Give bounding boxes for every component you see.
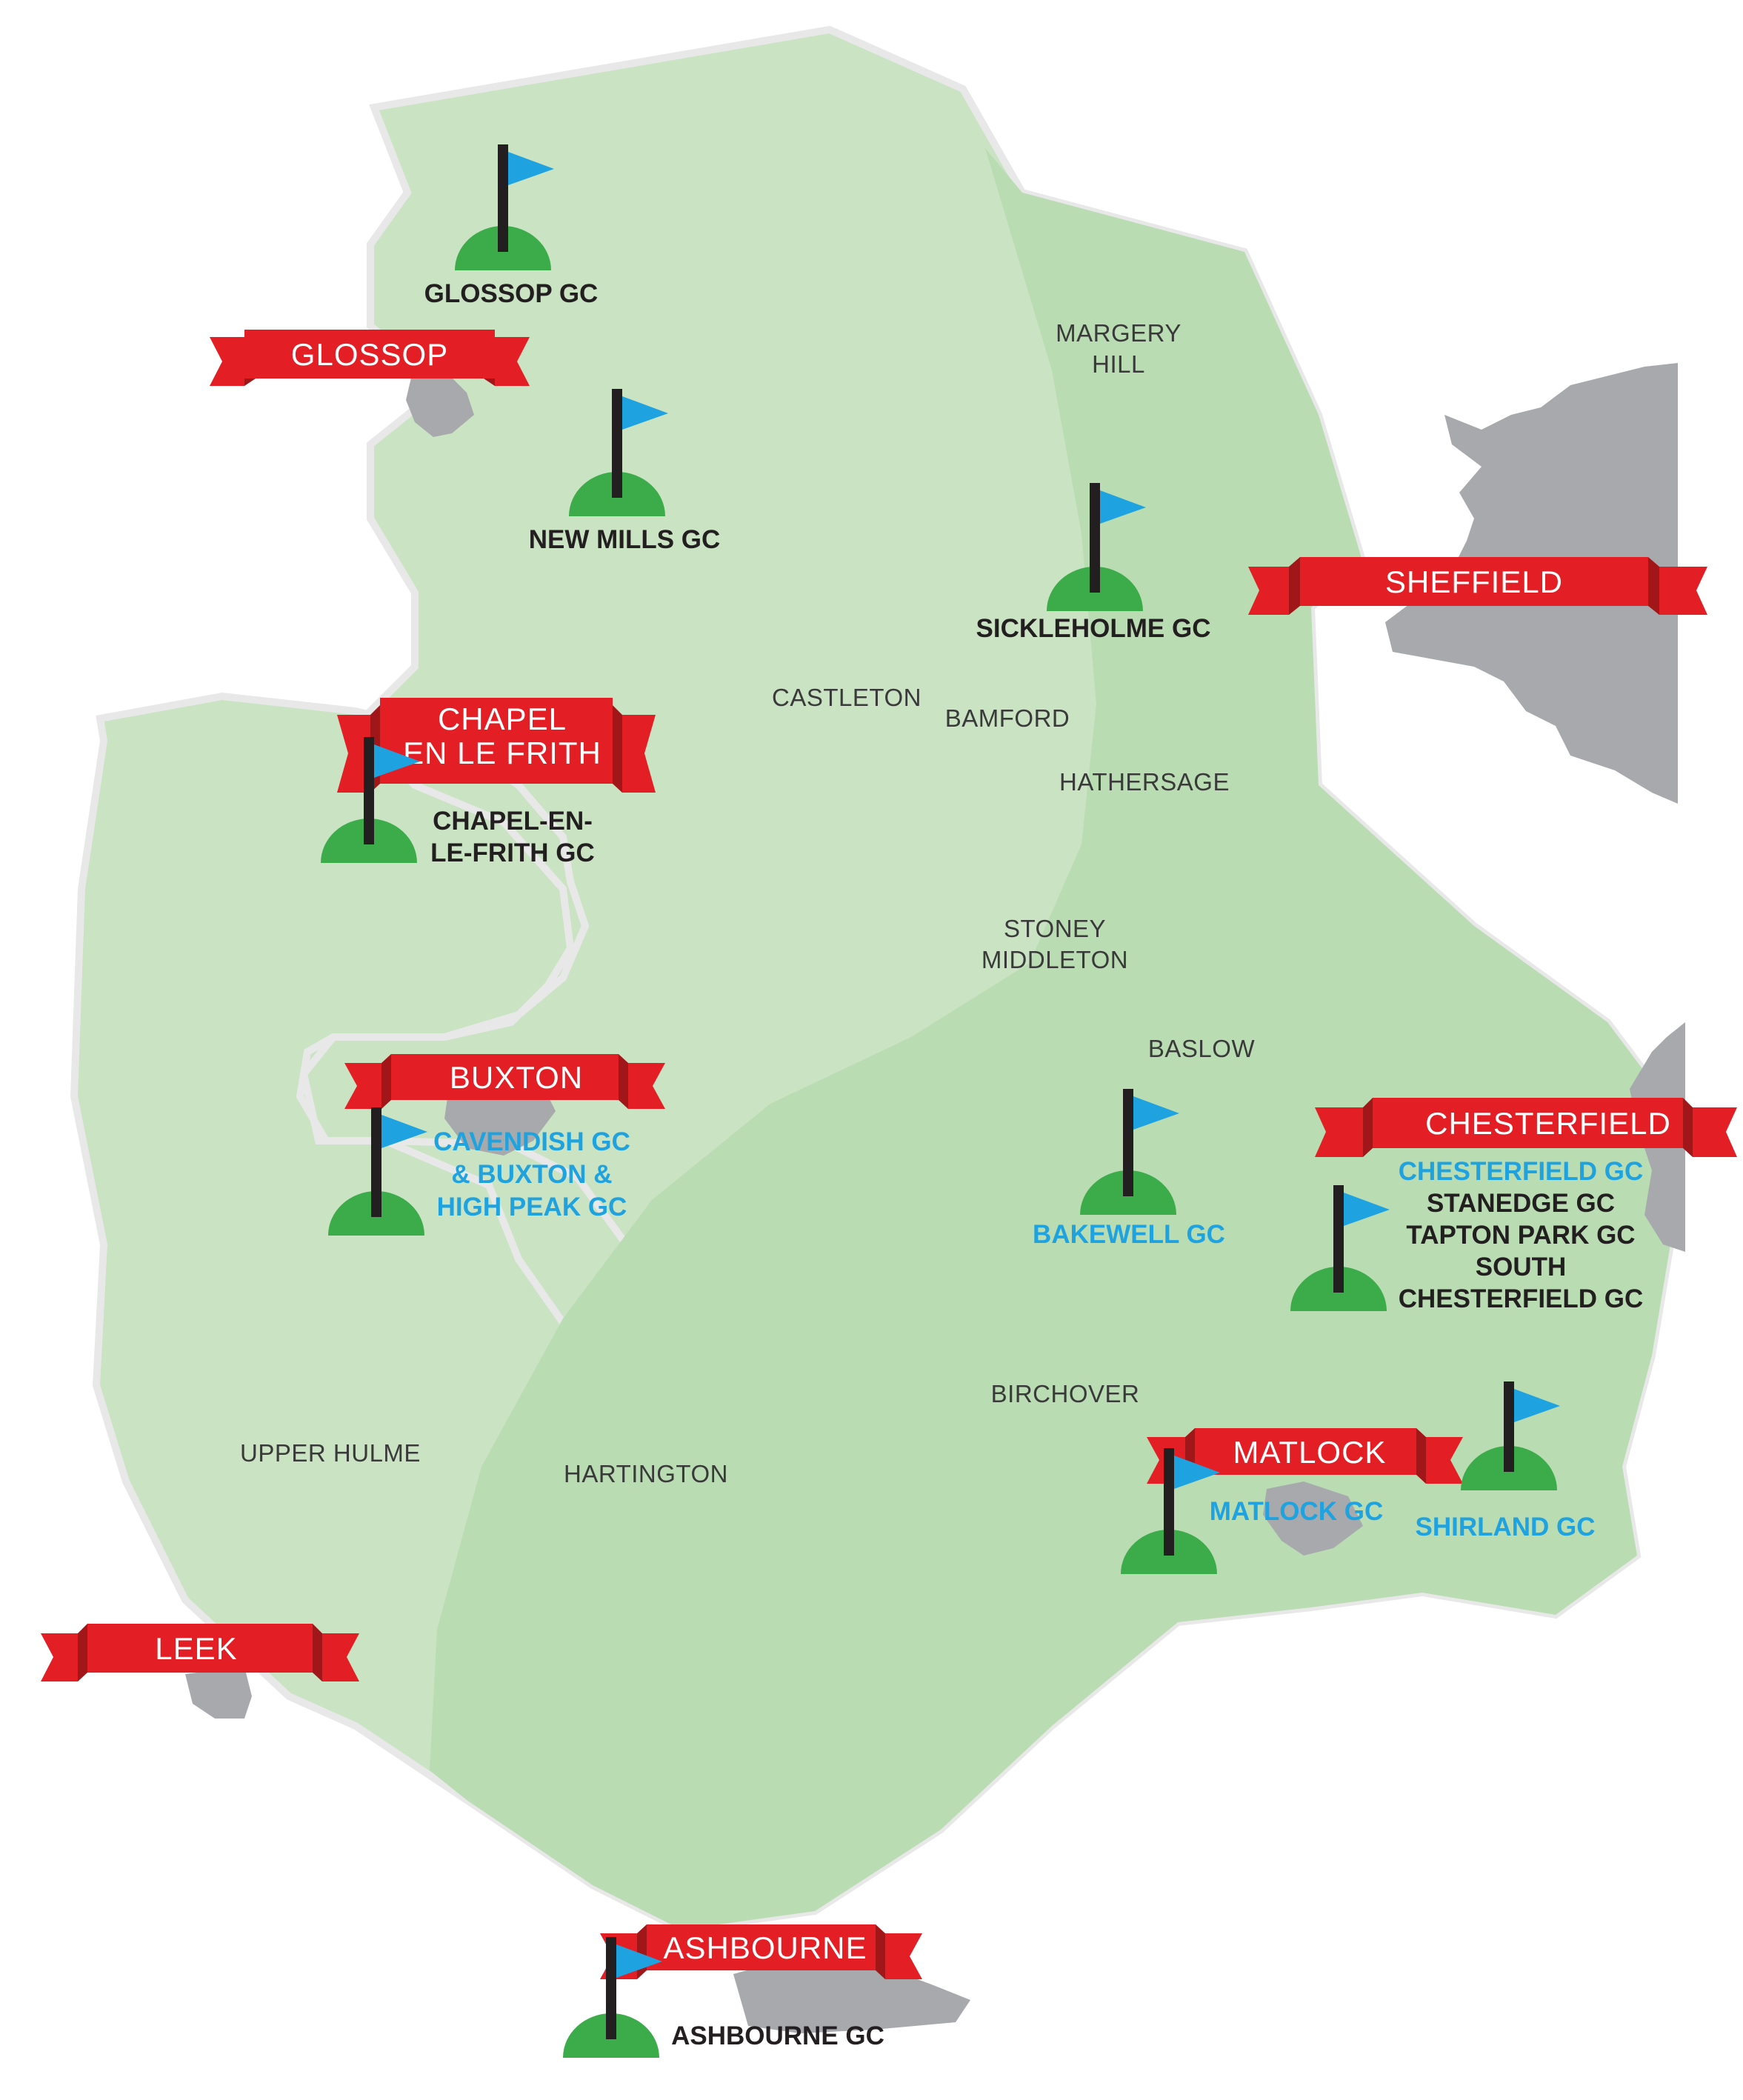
- golf-marker-chapel: [321, 737, 420, 863]
- club-label-south: SOUTH: [1476, 1253, 1567, 1281]
- club-label-cavendish-gc-line3: HIGH PEAK GC: [437, 1193, 627, 1221]
- club-label-sickleholme-gc: SICKLEHOLME GC: [976, 614, 1211, 643]
- golf-marker-bakewell: [1080, 1089, 1179, 1215]
- golf-marker-shirland: [1461, 1381, 1560, 1490]
- club-label-chesterfield-gc: CHESTERFIELD GC: [1399, 1157, 1644, 1186]
- town-label-bamford: BAMFORD: [945, 704, 1070, 732]
- urban-matlock: [1263, 1481, 1363, 1556]
- banner-label-sheffield: SHEFFIELD: [1385, 564, 1563, 599]
- town-label-hartington: HARTINGTON: [564, 1460, 728, 1487]
- club-label-chapel-gc: CHAPEL-EN-: [433, 807, 593, 836]
- club-label-matlock-gc: MATLOCK GC: [1210, 1497, 1384, 1526]
- banner-label-ashbourne: ASHBOURNE: [663, 1930, 867, 1965]
- golf-marker-chesterfield: [1290, 1185, 1390, 1311]
- urban-ashbourne: [733, 1956, 970, 2033]
- town-banner-glossop: GLOSSOP: [210, 330, 530, 386]
- town-banner-chapel-en-le-frith: CHAPEL EN LE FRITH: [337, 698, 656, 793]
- town-banner-ashbourne: ASHBOURNE: [600, 1924, 922, 1979]
- town-label-margery-hill-line2: HILL: [1092, 350, 1145, 378]
- town-banner-leek: LEEK: [41, 1624, 359, 1681]
- town-banner-chesterfield: CHESTERFIELD: [1315, 1098, 1737, 1157]
- town-label-stoney-middleton-line2: MIDDLETON: [982, 946, 1128, 973]
- map-land-east: [430, 148, 1674, 1930]
- banner-label-en-le-frith: EN LE FRITH: [403, 736, 601, 770]
- golf-marker-buxton: [328, 1107, 427, 1236]
- golf-marker-sickleholme: [1047, 483, 1146, 611]
- banner-label-chapel: CHAPEL: [438, 701, 567, 736]
- banner-label-glossop: GLOSSOP: [291, 337, 448, 372]
- club-label-new-mills-gc: NEW MILLS GC: [529, 525, 721, 554]
- urban-glossop: [406, 370, 474, 437]
- club-label-glossop-gc: GLOSSOP GC: [424, 279, 599, 308]
- town-label-castleton: CASTLETON: [772, 684, 922, 711]
- club-label-ashbourne-gc: ASHBOURNE GC: [671, 2021, 884, 2050]
- club-label-cavendish-gc-line2: & BUXTON &: [451, 1160, 612, 1189]
- club-label-tapton-park-gc: TAPTON PARK GC: [1406, 1221, 1635, 1250]
- banner-label-leek: LEEK: [155, 1631, 237, 1666]
- club-label-shirland-gc: SHIRLAND GC: [1415, 1513, 1595, 1541]
- town-labels: MARGERY HILL CASTLETON BAMFORD HATHERSAG…: [240, 319, 1255, 1487]
- town-label-margery-hill: MARGERY: [1056, 319, 1182, 347]
- golf-marker-glossop: [455, 144, 554, 270]
- banner-label-chesterfield: CHESTERFIELD: [1425, 1106, 1671, 1141]
- club-label-bakewell-gc: BAKEWELL GC: [1033, 1220, 1225, 1249]
- town-label-upper-hulme: UPPER HULME: [240, 1439, 421, 1467]
- club-label-south-chesterfield-gc: CHESTERFIELD GC: [1399, 1284, 1644, 1313]
- urban-leek: [185, 1667, 252, 1719]
- town-label-hathersage: HATHERSAGE: [1059, 768, 1230, 796]
- town-banner-matlock: MATLOCK: [1147, 1428, 1463, 1484]
- town-label-stoney-middleton: STONEY: [1004, 915, 1106, 942]
- club-label-stanedge-gc: STANEDGE GC: [1427, 1189, 1615, 1218]
- town-banner-sheffield: SHEFFIELD: [1248, 557, 1707, 615]
- banner-label-matlock: MATLOCK: [1233, 1435, 1387, 1470]
- golf-marker-ashbourne: [563, 1937, 662, 2058]
- golf-marker-new-mills: [569, 389, 668, 516]
- town-label-birchover: BIRCHOVER: [991, 1380, 1140, 1407]
- town-label-baslow: BASLOW: [1148, 1035, 1256, 1062]
- banner-label-buxton: BUXTON: [450, 1060, 583, 1095]
- club-labels: GLOSSOP GC NEW MILLS GC SICKLEHOLME GC C…: [424, 279, 1644, 2050]
- club-label-chapel-gc-line2: LE-FRITH GC: [430, 839, 595, 867]
- golf-marker-matlock: [1121, 1448, 1220, 1574]
- town-banner-buxton: BUXTON: [344, 1054, 665, 1109]
- club-label-cavendish-gc: CAVENDISH GC: [433, 1127, 630, 1156]
